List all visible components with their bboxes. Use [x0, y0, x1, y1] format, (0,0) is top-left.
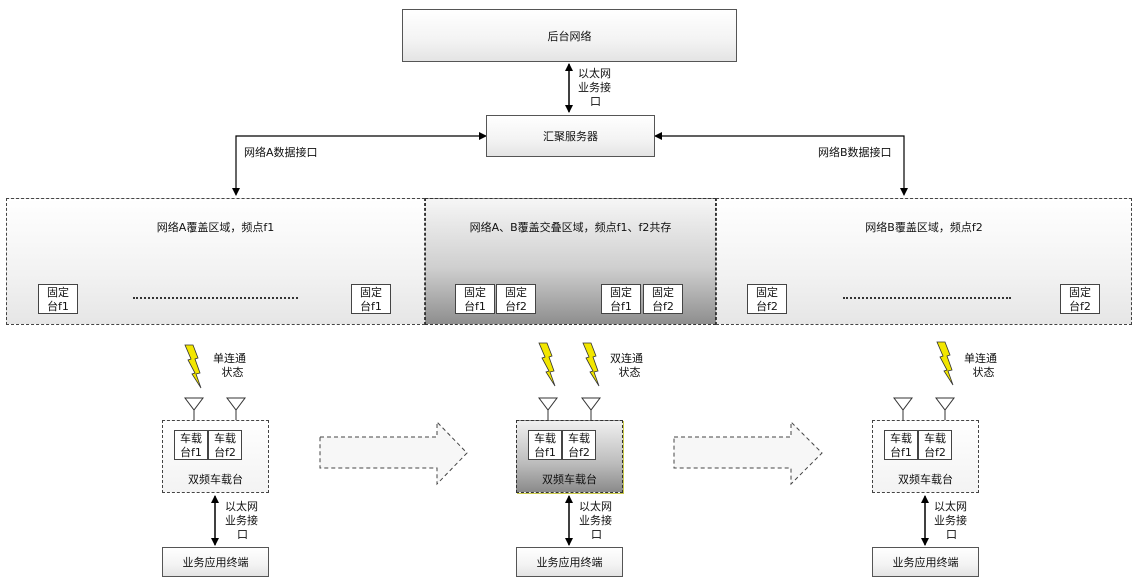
network-a-interface-label: 网络A数据接口	[244, 146, 318, 159]
fixed-station-f1: 固定台f1	[455, 284, 495, 314]
application-terminal-1: 业务应用终端	[162, 547, 269, 577]
lightning-bolt-icon	[936, 341, 954, 386]
network-b-interface-label: 网络B数据接口	[818, 146, 892, 159]
progress-arrow-1	[319, 420, 468, 486]
vehicle-station-f1: 车载台f1	[174, 430, 208, 460]
backend-network-box: 后台网络	[402, 9, 737, 62]
aggregation-server-label: 汇聚服务器	[543, 130, 598, 143]
vehicle-title: 双频车载台	[542, 473, 597, 486]
vehicle-station-f1: 车载台f1	[884, 430, 918, 460]
dual-band-vehicle-1: 车载台f1 车载台f2 双频车载台	[162, 420, 269, 493]
vehicle-title: 双频车载台	[188, 473, 243, 486]
application-terminal-3: 业务应用终端	[872, 547, 979, 577]
zone-a-title: 网络A覆盖区域，频点f1	[156, 221, 275, 234]
lightning-bolt-icon	[184, 344, 202, 389]
vehicle-station-f2: 车载台f2	[918, 430, 952, 460]
fixed-station-f2: 固定台f2	[496, 284, 536, 314]
vehicle-title: 双频车载台	[898, 473, 953, 486]
backend-network-label: 后台网络	[547, 29, 592, 43]
zone-ab-title: 网络A、B覆盖交叠区域，频点f1、f2共存	[469, 221, 672, 234]
lightning-bolt-icon	[582, 342, 600, 387]
ethernet-interface-label-car-1: 以太网 业务接 口	[225, 500, 258, 541]
dual-band-vehicle-2: 车载台f1 车载台f2 双频车载台	[516, 420, 623, 493]
network-a-link	[232, 132, 487, 196]
application-terminal-2: 业务应用终端	[516, 547, 623, 577]
fixed-station-f1: 固定台f1	[601, 284, 641, 314]
link-state-single-2: 单连通 状态	[964, 352, 997, 379]
zone-b-title: 网络B覆盖区域，频点f2	[865, 221, 983, 234]
aggregation-server-box: 汇聚服务器	[486, 115, 655, 157]
fixed-station-f1: 固定台f1	[351, 284, 391, 314]
fixed-station-f2: 固定台f2	[643, 284, 683, 314]
fixed-station-f2: 固定台f2	[747, 284, 787, 314]
ellipsis-dots	[843, 297, 1011, 299]
ethernet-interface-label-top: 以太网 业务接 口	[578, 67, 611, 108]
progress-arrow-2	[673, 420, 823, 486]
link-state-dual: 双连通 状态	[610, 352, 643, 379]
vehicle-station-f1: 车载台f1	[528, 430, 562, 460]
fixed-station-f2: 固定台f2	[1060, 284, 1100, 314]
vehicle-station-f2: 车载台f2	[208, 430, 242, 460]
ethernet-interface-label-car-3: 以太网 业务接 口	[934, 500, 967, 541]
network-b-link	[654, 132, 908, 196]
dual-band-vehicle-3: 车载台f1 车载台f2 双频车载台	[872, 420, 979, 493]
ethernet-interface-label-car-2: 以太网 业务接 口	[579, 500, 612, 541]
fixed-station-f1: 固定台f1	[38, 284, 78, 314]
lightning-bolt-icon	[538, 342, 556, 387]
vehicle-station-f2: 车载台f2	[562, 430, 596, 460]
link-state-single-1: 单连通 状态	[213, 352, 246, 379]
ellipsis-dots	[133, 297, 298, 299]
